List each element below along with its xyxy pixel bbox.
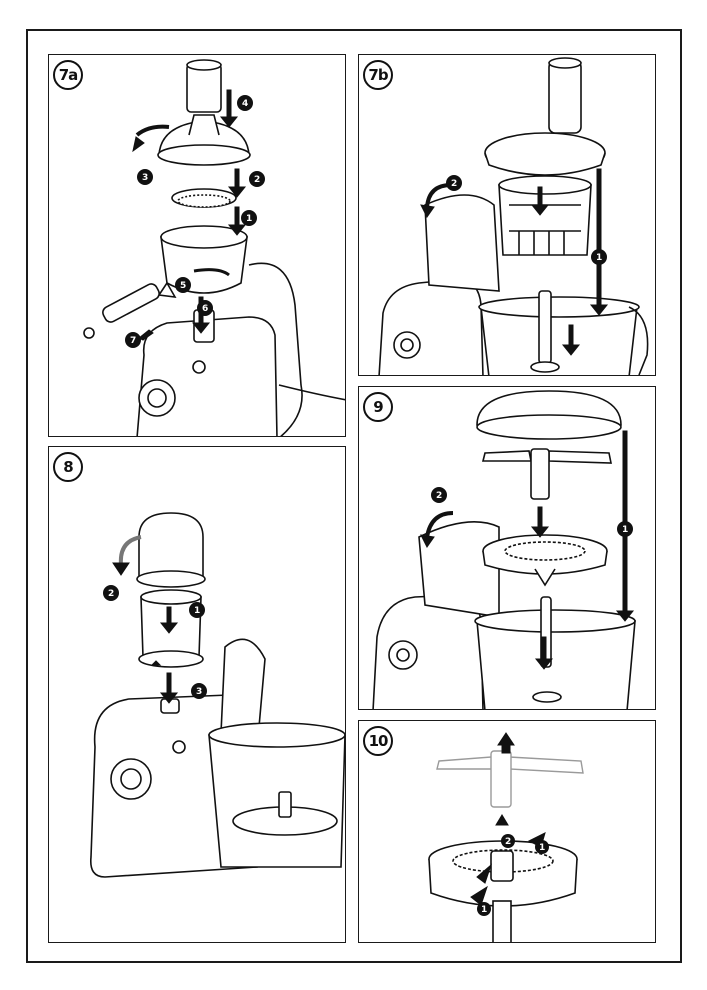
step-1-label-left: 1	[481, 905, 487, 915]
step-2-label: 2	[436, 491, 442, 501]
step-4-label: 4	[242, 99, 248, 109]
step-1-label: 1	[622, 525, 628, 535]
step-3-label: 3	[196, 687, 202, 697]
panel-7a-number: 7a	[53, 60, 83, 90]
step-1-label: 1	[246, 214, 252, 224]
step-2-label: 2	[451, 179, 457, 189]
disc-removal-illustration: 2 1 1	[359, 721, 656, 943]
step-2-label: 2	[505, 837, 511, 847]
panel-10: 10 2 1 1	[358, 720, 656, 943]
juicer-assembly-illustration: 1 2 3 4 5 6 7	[49, 55, 346, 437]
panel-9-number: 9	[363, 392, 393, 422]
grinder-attachment-illustration: 1 2 3	[49, 447, 346, 943]
panel-7a: 7a	[48, 54, 346, 437]
step-2-label: 2	[254, 175, 260, 185]
step-1-label: 1	[194, 606, 200, 616]
panel-9: 9	[358, 386, 656, 710]
step-2-label: 2	[108, 589, 114, 599]
panel-8: 8	[48, 446, 346, 943]
panel-8-number: 8	[53, 452, 83, 482]
step-5-label: 5	[180, 281, 186, 291]
step-1-label-right: 1	[539, 843, 545, 853]
emulsifying-disc-assembly-illustration: 1 2	[359, 387, 656, 710]
step-6-label: 6	[202, 304, 208, 314]
panel-7b: 7b	[358, 54, 656, 376]
panel-7b-number: 7b	[363, 60, 393, 90]
step-1-label: 1	[596, 253, 602, 263]
step-7-label: 7	[130, 336, 136, 346]
step-3-label: 3	[142, 173, 148, 183]
cone-juicer-assembly-illustration: 1 2	[359, 55, 656, 376]
panel-10-number: 10	[363, 726, 393, 756]
